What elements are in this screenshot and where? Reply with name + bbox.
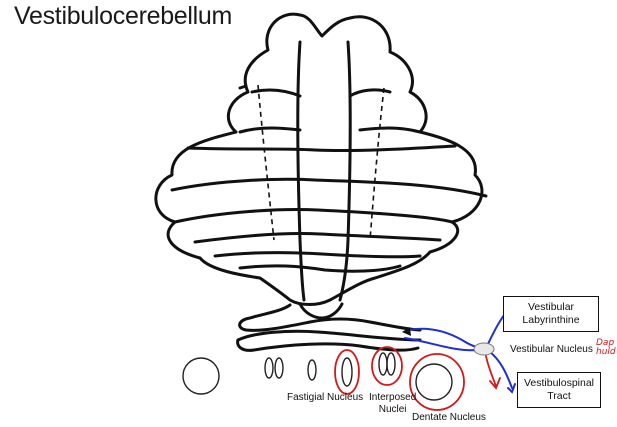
interposed-shape-b	[387, 353, 395, 375]
vestibular-nucleus-shape	[474, 343, 494, 355]
dentate-nucleus-shape	[416, 364, 452, 400]
interposed-nuclei-line-2: Nuclei	[369, 404, 416, 416]
interposed-shape-a	[379, 353, 387, 375]
red-handwritten-note: Dap huld	[596, 339, 616, 357]
left-interposed-shape-b	[275, 358, 283, 378]
to-vestibulospinal	[490, 352, 512, 388]
vestibular-labyrinthine-line-2: Labyrinthine	[522, 314, 579, 327]
vestibulospinal-tract-line-2: Tract	[524, 390, 594, 403]
vestibular-nucleus-label: Vestibular Nucleus	[510, 344, 593, 356]
paravermal-dashed-lines	[258, 85, 384, 240]
left-interposed-shape-a	[265, 358, 273, 378]
fastigial-highlight	[335, 350, 359, 394]
fastigial-nucleus-label: Fastigial Nucleus	[287, 392, 363, 404]
vestibulospinal-tract-line-1: Vestibulospinal	[524, 377, 594, 390]
fastigial-nucleus-shape	[308, 360, 316, 380]
page-title: Vestibulocerebellum	[14, 2, 232, 31]
vestibular-labyrinthine-line-1: Vestibular	[522, 301, 579, 314]
right-fastigial-shape	[342, 358, 352, 386]
cerebellum-outline	[156, 14, 486, 304]
interposed-nuclei-label: Interposed Nuclei	[369, 392, 416, 416]
dentate-nucleus-label: Dentate Nucleus	[412, 412, 486, 424]
red-note-line-2: huld	[596, 348, 616, 357]
flocculonodular-lobe	[238, 304, 420, 350]
dentate-highlight	[410, 354, 464, 410]
vestibular-labyrinthine-box: Vestibular Labyrinthine	[503, 296, 599, 332]
interposed-nuclei-line-1: Interposed	[369, 392, 416, 404]
left-dentate-nucleus-shape	[183, 358, 219, 394]
vestibulospinal-tract-box: Vestibulospinal Tract	[517, 372, 601, 408]
